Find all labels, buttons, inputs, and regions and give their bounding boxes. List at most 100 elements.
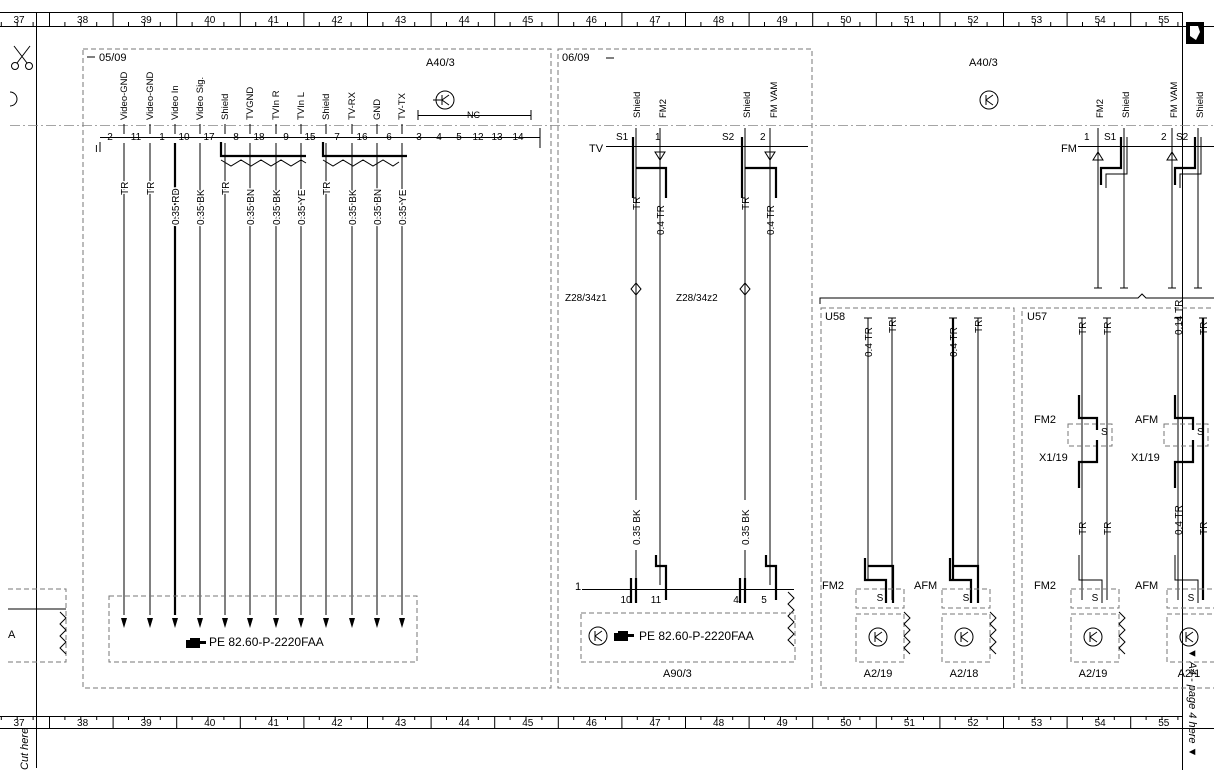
- pin-label: S: [963, 593, 970, 604]
- splice-diamond: [630, 282, 642, 296]
- pin-number: 9: [283, 132, 289, 143]
- wire-color-label: TR: [632, 197, 643, 210]
- ruler-column-label: 48: [713, 718, 725, 729]
- ruler-column-label: 46: [586, 15, 598, 26]
- fm-connector-label: FM: [1061, 143, 1077, 155]
- right-group-bracket: [819, 293, 1214, 304]
- wire-arrow: [399, 618, 405, 628]
- shield-bracket: [1099, 137, 1123, 185]
- device-box: [1166, 613, 1214, 663]
- ruler-column-label: 43: [395, 15, 407, 26]
- wire-color-label: TR: [888, 320, 899, 333]
- antenna-transistor-icon: [1179, 627, 1199, 647]
- left-connector-label: I: [95, 144, 98, 155]
- right-block-name: A40/3: [969, 57, 998, 69]
- ruler-column-label: 49: [777, 15, 789, 26]
- device-break: [903, 611, 911, 655]
- tv-connector-label: TV: [589, 143, 604, 155]
- antenna-transistor-icon: [588, 626, 608, 646]
- pin-number: S2: [1176, 132, 1189, 143]
- left-partial-block: A: [8, 588, 67, 663]
- ruler-column-label: 42: [331, 15, 343, 26]
- ruler-column-label: 55: [1158, 15, 1170, 26]
- ruler-column-label: 41: [268, 15, 280, 26]
- pin-number: 10: [178, 132, 190, 143]
- left-ref-box: PE 82.60-P-2220FAA: [108, 595, 418, 663]
- wire-color-label: TR: [221, 182, 232, 195]
- ruler-column-label: 39: [141, 718, 153, 729]
- signal-label: FM VAM: [769, 82, 780, 118]
- antenna-transistor-icon: [433, 90, 455, 110]
- middle-block-ref: 06/09: [562, 52, 590, 64]
- signal-label: Video In: [170, 85, 181, 120]
- wire-color-label: TR: [146, 182, 157, 195]
- middle-bottom-connector: 1: [575, 581, 795, 647]
- signal-label: Video-GND: [145, 71, 156, 120]
- pin-number: S1: [616, 132, 629, 143]
- shield-bracket: [863, 558, 895, 603]
- left-block-header: 05/09 A40/3: [87, 52, 455, 110]
- shield-bracket: [1173, 395, 1195, 488]
- ruler-column-label: 37: [13, 15, 25, 26]
- device-connector: [1166, 588, 1214, 609]
- shield-bracket: [636, 166, 668, 198]
- ruler-column-label: 47: [649, 718, 661, 729]
- middle-tv-connector: TV: [589, 143, 808, 155]
- signal-label: Shield: [632, 92, 643, 118]
- ruler-column-label: 40: [204, 15, 216, 26]
- hand-pointer-icon: [186, 638, 206, 648]
- signal-label: FM2: [1095, 99, 1106, 118]
- antenna-transistor-icon: [954, 627, 974, 647]
- wire-color-label: 0.35 BK: [272, 189, 283, 225]
- shield-bracket-outer: [1105, 137, 1128, 188]
- ruler-column-label: 38: [77, 15, 89, 26]
- wire-color-label: 0.35 BN: [246, 189, 257, 225]
- pin-label: S: [1188, 593, 1195, 604]
- splice-diamond: [739, 282, 751, 296]
- u58-label: U58: [825, 311, 845, 323]
- device-connector: [855, 588, 905, 609]
- inline-connector: [1163, 423, 1209, 447]
- middle-ref-box: PE 82.60-P-2220FAA: [580, 612, 796, 663]
- book-binding-icon: [1186, 22, 1204, 44]
- ruler-column-label: 54: [1095, 15, 1107, 26]
- wire-color-label: 0.35 YE: [398, 189, 409, 225]
- pin-number: 5: [456, 132, 462, 143]
- shield-bracket: [1078, 555, 1103, 603]
- pin-number: 7: [334, 132, 340, 143]
- pin-number: 10: [620, 595, 632, 606]
- pin-number: 12: [472, 132, 484, 143]
- pin-number: 15: [304, 132, 316, 143]
- pin-number: 1: [1084, 132, 1090, 143]
- wire-color-label: 0.35 YE: [297, 189, 308, 225]
- shield-bracket: [629, 555, 668, 603]
- u58-frame: [820, 307, 1015, 689]
- middle-ref-text: PE 82.60-P-2220FAA: [639, 629, 754, 643]
- pin-number: 2: [107, 132, 113, 143]
- wire-color-label: 0.4 TR: [766, 205, 777, 235]
- wire-color-label: 0.35 BK: [196, 189, 207, 225]
- ground-symbol: [1166, 151, 1178, 161]
- ruler-column-label: 45: [522, 718, 534, 729]
- antenna-transistor-icon: [1083, 627, 1103, 647]
- block-a90-3: [557, 48, 813, 689]
- ruler-column-label: 41: [268, 718, 280, 729]
- shield-bracket: [1173, 137, 1197, 185]
- signal-label: Shield: [742, 92, 753, 118]
- splice-label: Z28/34z2: [676, 293, 718, 304]
- wire-color-label: TR: [1103, 522, 1114, 535]
- shield-bracket: [1077, 395, 1099, 488]
- splice-label: Z28/34z1: [565, 293, 607, 304]
- ruler-column-label: 48: [713, 15, 725, 26]
- wire-color-label: TR: [974, 320, 985, 333]
- ruler-column-label: 37: [13, 718, 25, 729]
- shield-bracket: [745, 166, 778, 198]
- signal-label: GND: [372, 99, 383, 120]
